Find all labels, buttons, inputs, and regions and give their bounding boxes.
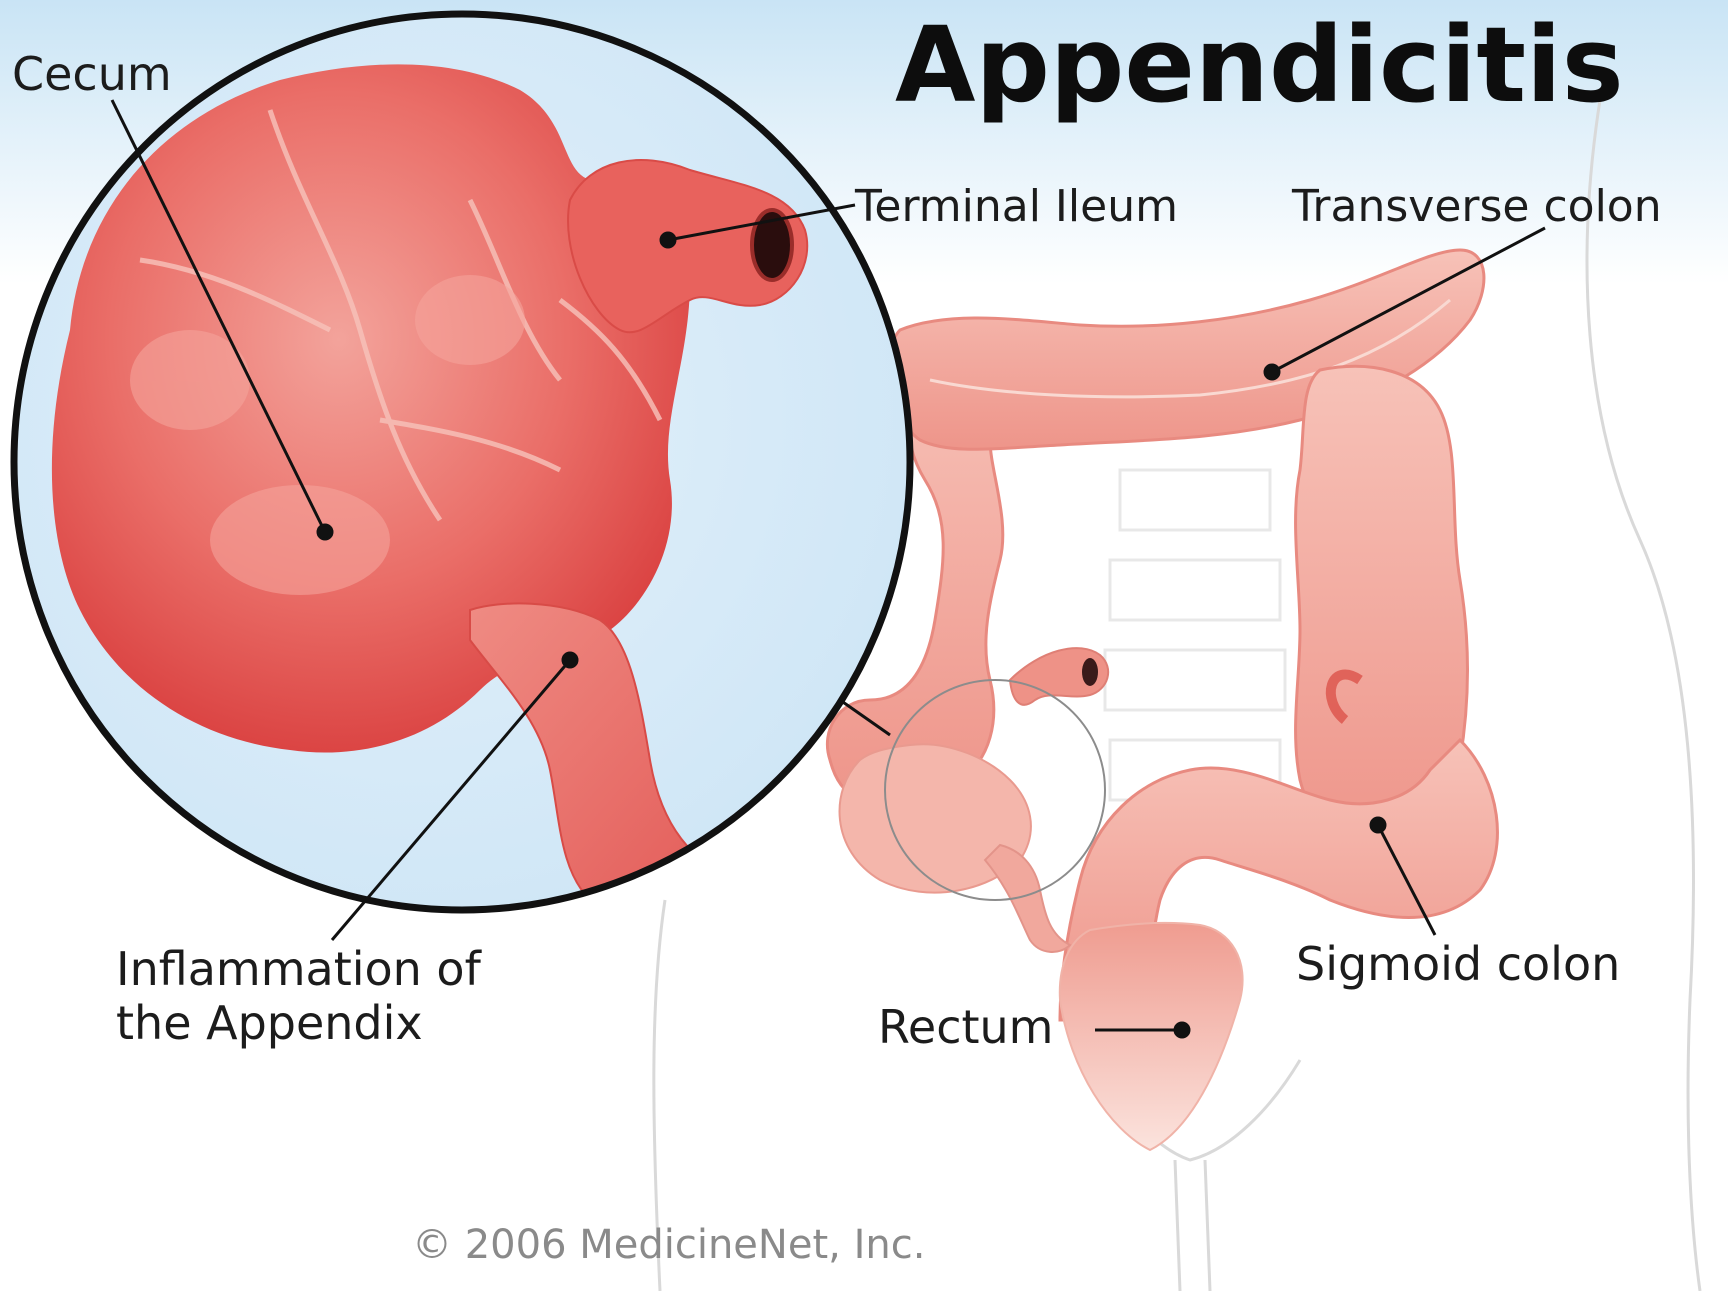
label-inflammation-line1: Inflammation of bbox=[116, 943, 481, 996]
label-terminal-ileum: Terminal Ileum bbox=[855, 182, 1178, 233]
page-title: Appendicitis bbox=[895, 4, 1624, 126]
label-transverse-colon: Transverse colon bbox=[1292, 182, 1662, 233]
label-cecum: Cecum bbox=[12, 48, 172, 101]
label-rectum: Rectum bbox=[878, 1001, 1054, 1054]
label-sigmoid-colon: Sigmoid colon bbox=[1296, 938, 1620, 991]
label-inflammation-line2: the Appendix bbox=[116, 997, 423, 1050]
copyright-notice: © 2006 MedicineNet, Inc. bbox=[412, 1222, 925, 1268]
